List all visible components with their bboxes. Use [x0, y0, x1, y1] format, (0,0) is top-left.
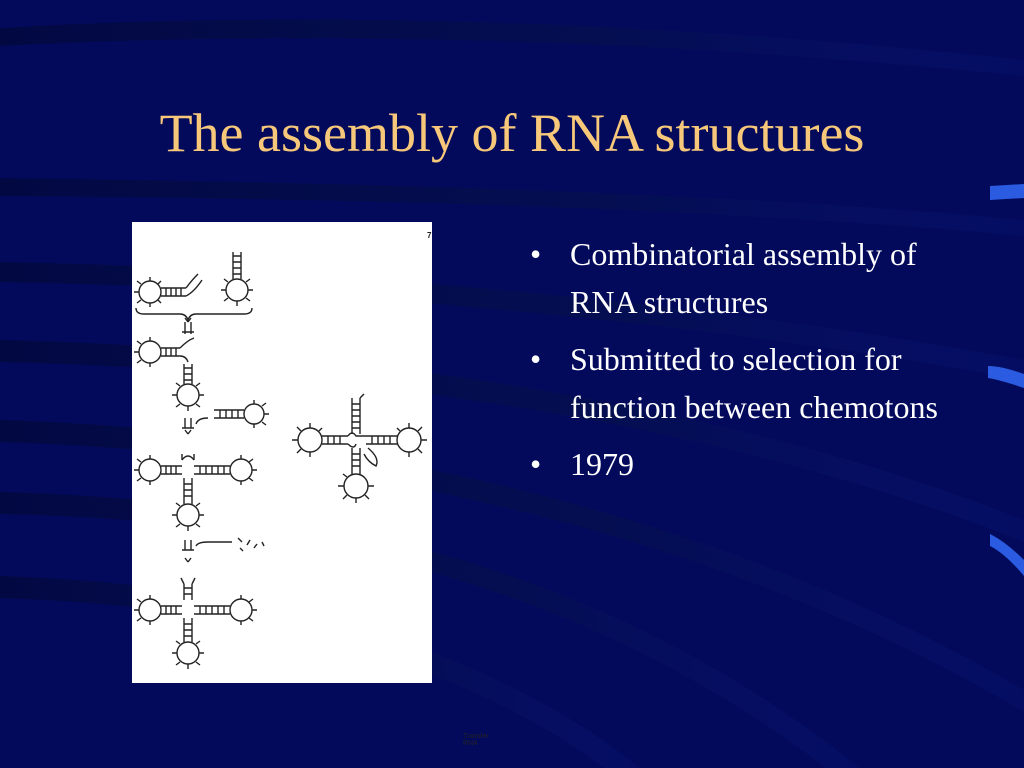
- tRNA-cloverleaf-icon: [134, 577, 257, 669]
- bullet-text: Combinatorial assembly of RNA structures: [570, 236, 917, 320]
- rna-assembly-figure: 7 Transfer RNA: [132, 222, 489, 747]
- hairpin-stem-loop-icon: [214, 400, 269, 428]
- slide-title: The assembly of RNA structures: [159, 103, 865, 163]
- accent-swoosh-1: [990, 184, 1024, 200]
- bullet-marker: •: [530, 341, 542, 377]
- bullet-text: 1979: [570, 446, 634, 482]
- hairpin-stem-loop-icon: [134, 337, 195, 367]
- bullet-list: • Combinatorial assembly of RNA structure…: [530, 230, 940, 497]
- bullet-item: • Submitted to selection for function bet…: [530, 335, 940, 431]
- hairpin-stem-loop-icon: [134, 273, 203, 307]
- tRNA-cloverleaf-icon: [292, 393, 427, 503]
- rna-assembly-diagram: [134, 252, 427, 669]
- bullet-marker: •: [530, 236, 542, 272]
- bullet-item: • 1979: [530, 440, 940, 488]
- bullet-item: • Combinatorial assembly of RNA structure…: [530, 230, 940, 326]
- accent-swoosh-3: [990, 534, 1024, 576]
- bullet-text: Submitted to selection for function betw…: [570, 341, 938, 425]
- hairpin-stem-loop-icon: [221, 252, 253, 306]
- bullet-marker: •: [530, 446, 542, 482]
- figure-caption: Transfer RNA: [463, 733, 489, 747]
- accent-swoosh-2: [988, 366, 1024, 388]
- figure-page-marker: 7: [427, 231, 432, 240]
